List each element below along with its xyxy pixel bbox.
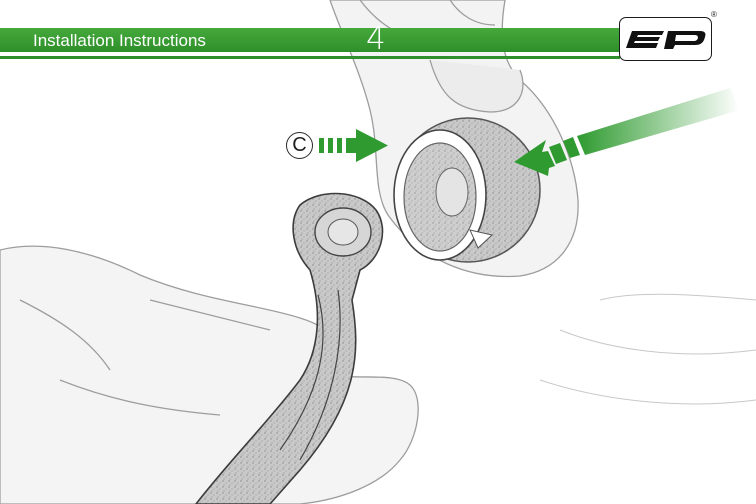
callout-c-marker: C [286, 132, 313, 159]
background-hand-sketch [540, 294, 756, 404]
bushing-sketch [394, 118, 540, 262]
step-number: 4 [366, 22, 386, 56]
registered-mark: ® [711, 10, 717, 19]
callout-label: C [287, 133, 312, 157]
brand-logo [619, 17, 712, 61]
document-title: Installation Instructions [33, 30, 206, 52]
ep-logo-icon [620, 18, 713, 62]
header-underline [0, 56, 620, 59]
